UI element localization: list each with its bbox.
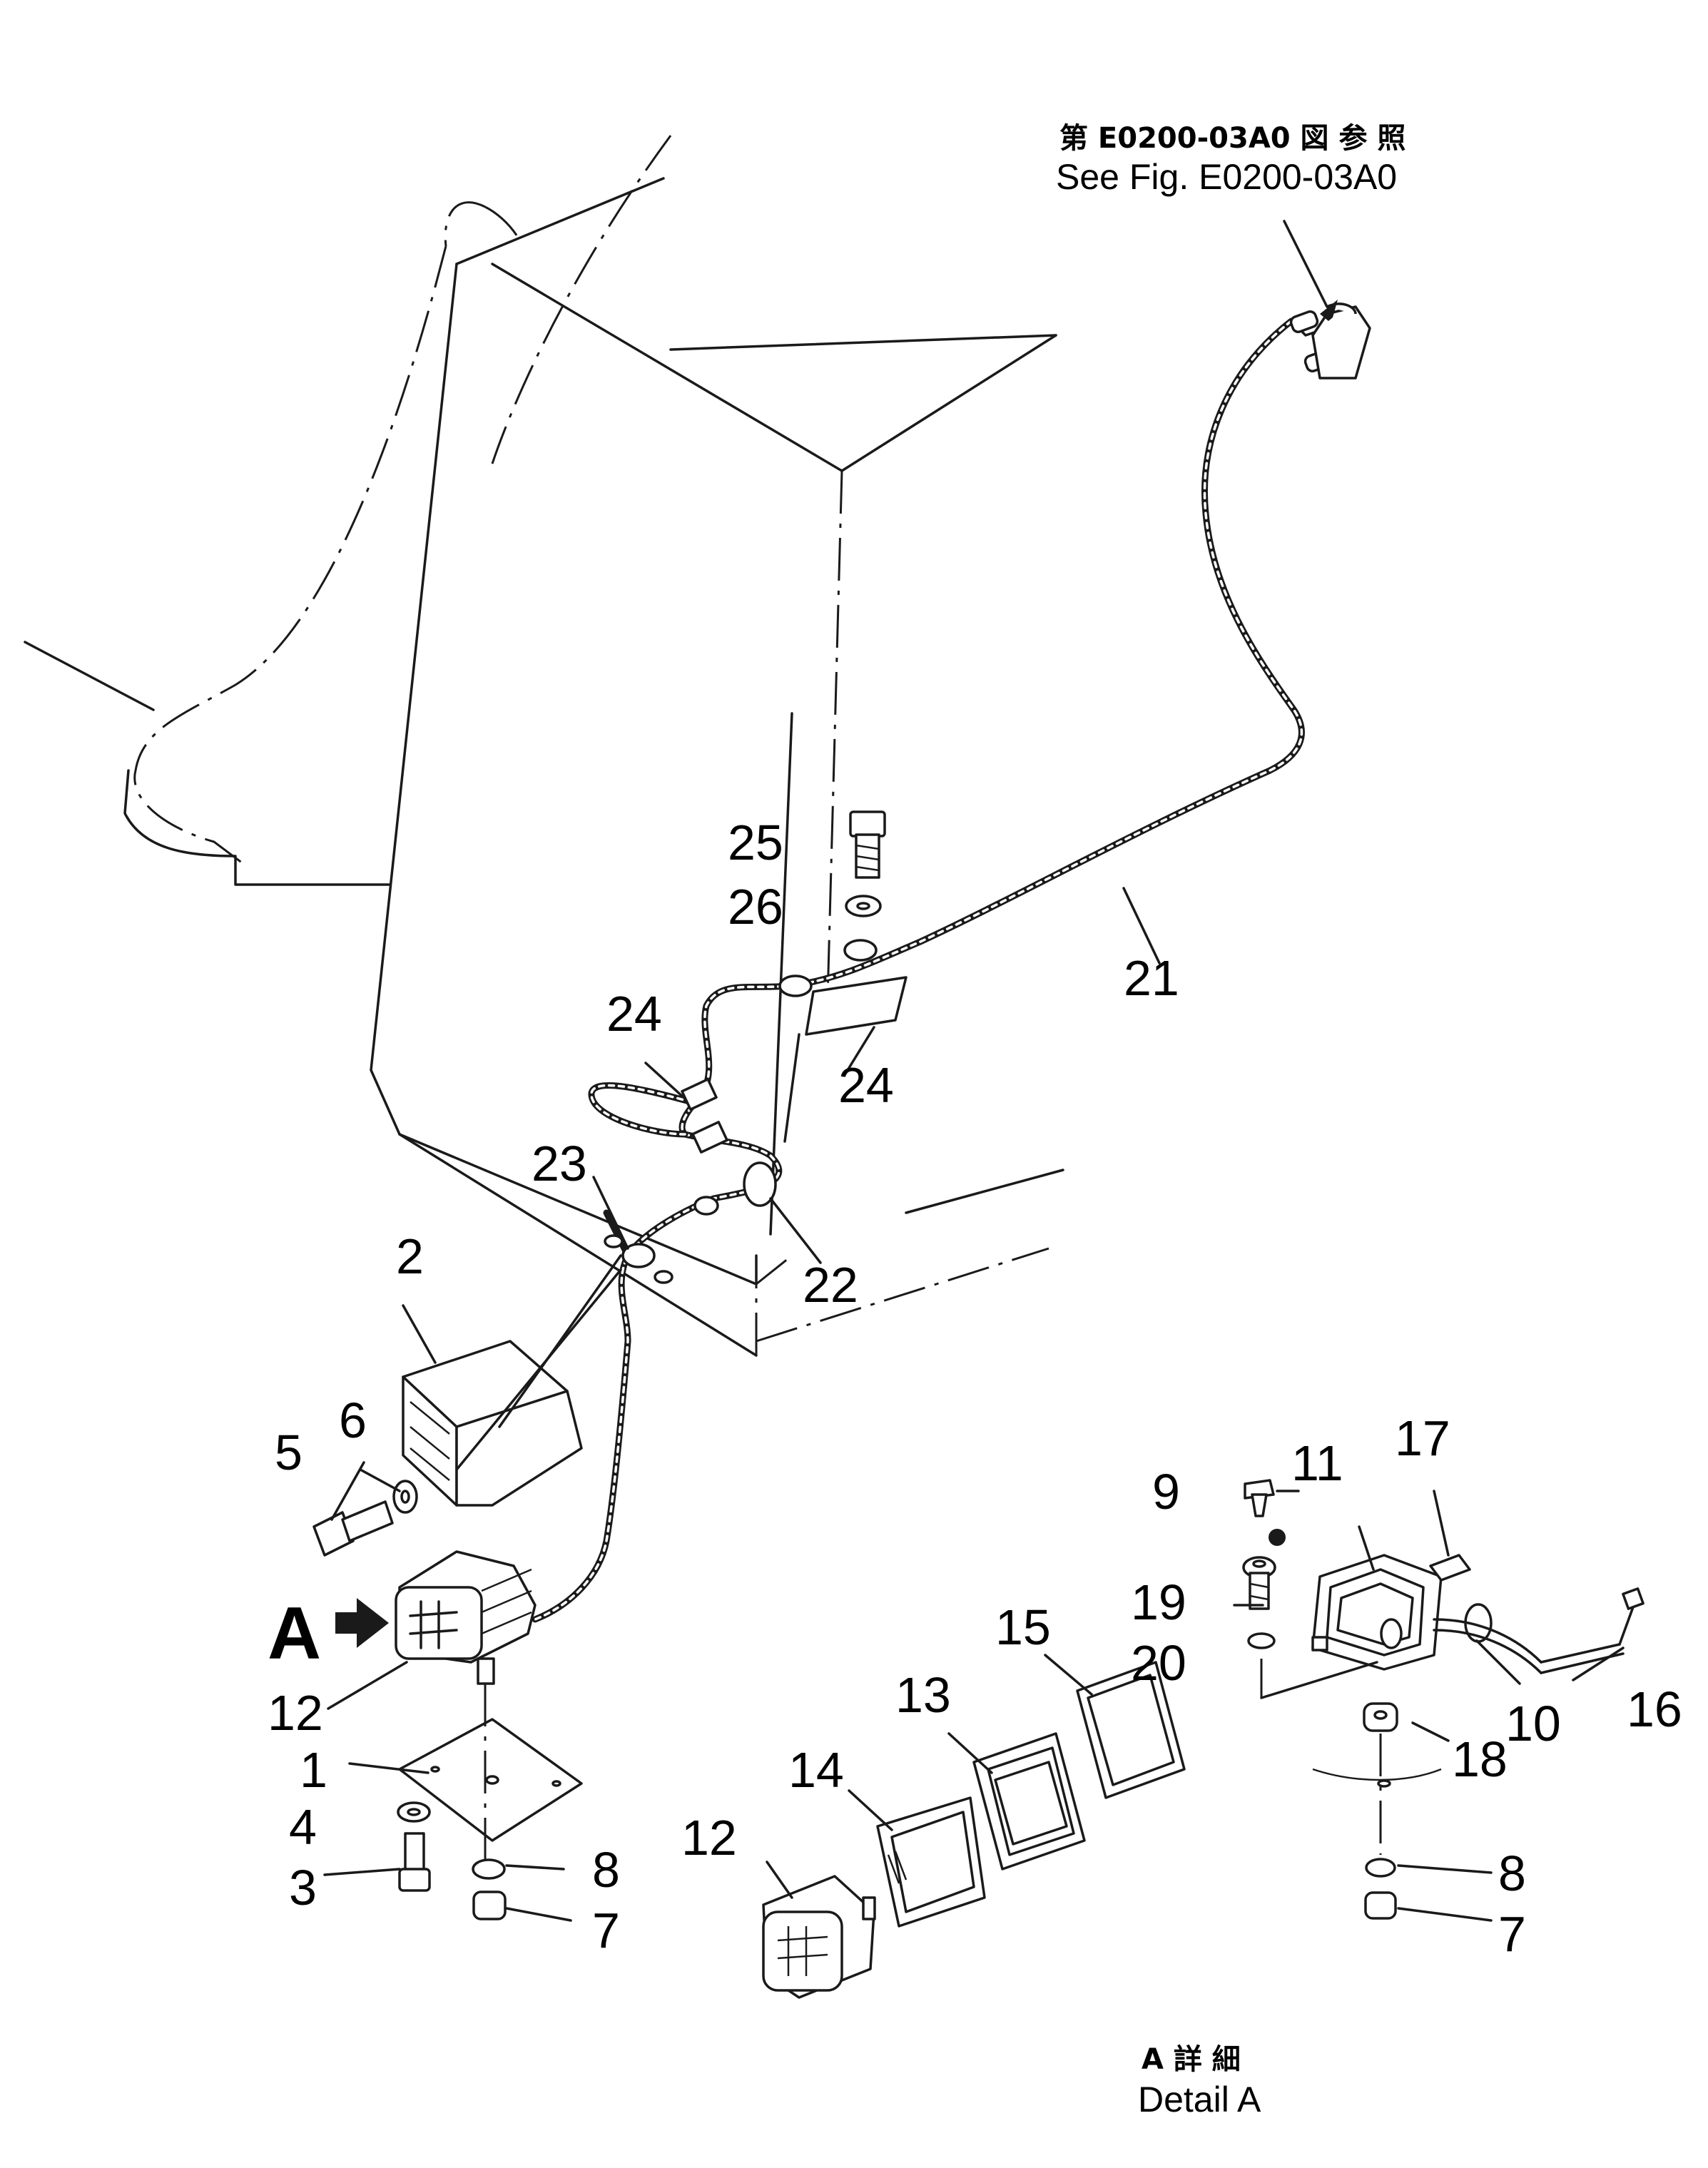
wire-harness (532, 317, 1305, 1623)
detail-title-jp: A 詳 細 (1142, 2043, 1241, 2076)
callout-18: 18 (1452, 1731, 1508, 1787)
callout-3: 3 (289, 1860, 317, 1915)
callout-12-left: 12 (268, 1685, 323, 1741)
housing-11 (1311, 1554, 1443, 1671)
seal-15 (1076, 1661, 1186, 1799)
rim-13 (972, 1732, 1086, 1871)
callout-5: 5 (275, 1425, 303, 1480)
washer-26 (845, 895, 882, 917)
bolt-3 (398, 1832, 431, 1892)
bolt-25 (849, 810, 886, 879)
grommet-10 (1433, 1603, 1542, 1674)
callout-labels: 25 26 21 24 24 23 22 2 6 5 12 1 4 3 8 7 … (268, 815, 1682, 1962)
screw-19 (1242, 1556, 1276, 1610)
callout-7-left: 7 (592, 1903, 620, 1958)
callout-23: 23 (532, 1136, 587, 1191)
callout-16: 16 (1627, 1681, 1682, 1737)
callout-20: 20 (1131, 1635, 1186, 1691)
callout-22: 22 (803, 1257, 858, 1313)
callout-17: 17 (1395, 1410, 1450, 1466)
callout-7-right: 7 (1498, 1906, 1526, 1962)
callout-1: 1 (300, 1742, 327, 1798)
plate-1 (398, 1684, 583, 1869)
washer-8-right (1365, 1858, 1396, 1878)
screw-9 (1244, 1479, 1286, 1546)
connector-16 (1540, 1587, 1645, 1674)
cover-part-2 (402, 1254, 622, 1507)
leader-lines (323, 887, 1625, 1922)
nut-7-left (472, 1890, 507, 1920)
reference-note-jp: 第 E0200-03A0 図 参 照 (1059, 122, 1405, 155)
reference-note-en: See Fig. E0200-03A0 (1056, 157, 1397, 197)
callout-25: 25 (728, 815, 783, 870)
callout-13: 13 (895, 1667, 951, 1723)
callout-9: 9 (1152, 1464, 1180, 1520)
lamp-12-exploded (762, 1875, 876, 1999)
lamp-12-installed (395, 1550, 537, 1685)
callout-4: 4 (289, 1799, 317, 1855)
detail-title-en: Detail A (1138, 2080, 1261, 2119)
callout-10: 10 (1505, 1696, 1561, 1751)
label-17 (1429, 1554, 1471, 1582)
callout-19: 19 (1131, 1574, 1186, 1630)
gasket-14 (876, 1796, 986, 1928)
machine-body-outline (24, 135, 1064, 1357)
harness-clamps (604, 939, 908, 1286)
washer-4 (397, 1801, 431, 1823)
washer-8-left (472, 1858, 506, 1880)
callout-12-right: 12 (681, 1810, 737, 1866)
washer-6 (392, 1480, 418, 1514)
callout-26: 26 (728, 879, 783, 935)
callout-2: 2 (396, 1228, 424, 1284)
callout-21: 21 (1124, 950, 1179, 1006)
callout-24-right: 24 (838, 1057, 894, 1113)
nut-7-right (1364, 1891, 1397, 1920)
callout-14: 14 (788, 1742, 844, 1798)
spacer-18 (1312, 1702, 1442, 1855)
detail-a-arrow (335, 1598, 389, 1648)
callout-8-left: 8 (592, 1842, 620, 1898)
detail-a-label: A (268, 1592, 321, 1675)
top-connector (1283, 220, 1371, 380)
washer-20 (1247, 1632, 1378, 1699)
callout-6: 6 (339, 1393, 367, 1448)
callout-8-right: 8 (1498, 1846, 1526, 1901)
bolt-5 (312, 1500, 394, 1557)
callout-11: 11 (1291, 1435, 1343, 1491)
callout-24-left: 24 (606, 986, 662, 1042)
callout-15: 15 (995, 1599, 1051, 1655)
